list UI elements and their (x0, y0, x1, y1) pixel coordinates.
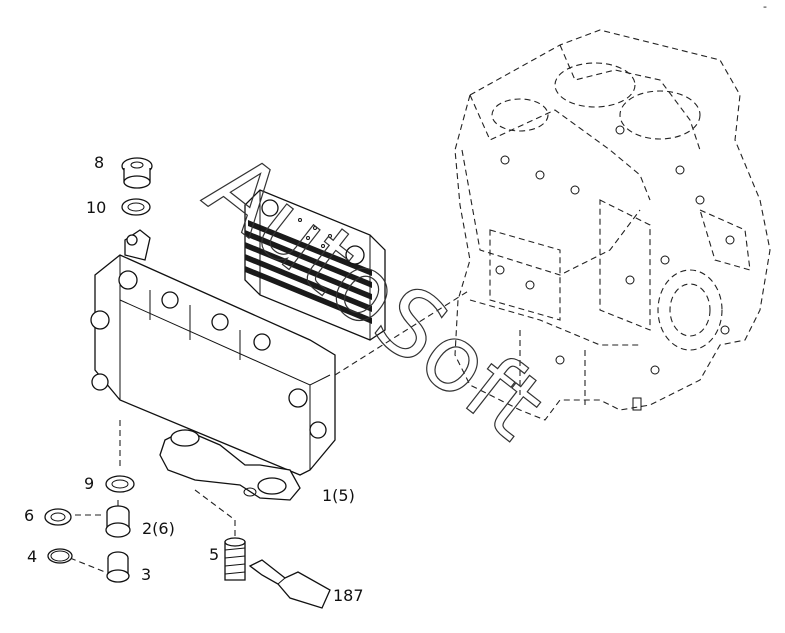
callout-8[interactable]: 8 (94, 153, 104, 172)
o-ring-4[interactable] (47, 548, 73, 564)
spring-5[interactable] (224, 537, 246, 581)
callout-labels: 8 10 9 6 2(6) 4 3 5 1(5) 187 - (24, 0, 767, 605)
callout-9[interactable]: 9 (84, 474, 94, 493)
callout-2[interactable]: 2(6) (142, 519, 175, 538)
washer-9[interactable] (105, 475, 135, 493)
engine-block-outline (454, 29, 771, 421)
washer-10[interactable] (121, 198, 151, 216)
callout-4[interactable]: 4 (27, 547, 37, 566)
callout-5[interactable]: 5 (209, 545, 219, 564)
callout-187[interactable]: 187 (333, 586, 364, 605)
oil-cooler-housing[interactable] (90, 229, 336, 501)
plug-8[interactable] (121, 157, 153, 189)
callout-1[interactable]: 1(5) (322, 486, 355, 505)
oil-cooler-element[interactable] (244, 189, 386, 341)
corner-mark: - (763, 0, 767, 13)
washer-6[interactable] (44, 508, 72, 526)
plug-3[interactable] (106, 551, 130, 583)
plug-2[interactable] (105, 505, 131, 538)
callout-3[interactable]: 3 (141, 565, 151, 584)
callout-6[interactable]: 6 (24, 506, 34, 525)
sealant-tube-187[interactable] (248, 559, 331, 609)
callout-10[interactable]: 10 (86, 198, 106, 217)
